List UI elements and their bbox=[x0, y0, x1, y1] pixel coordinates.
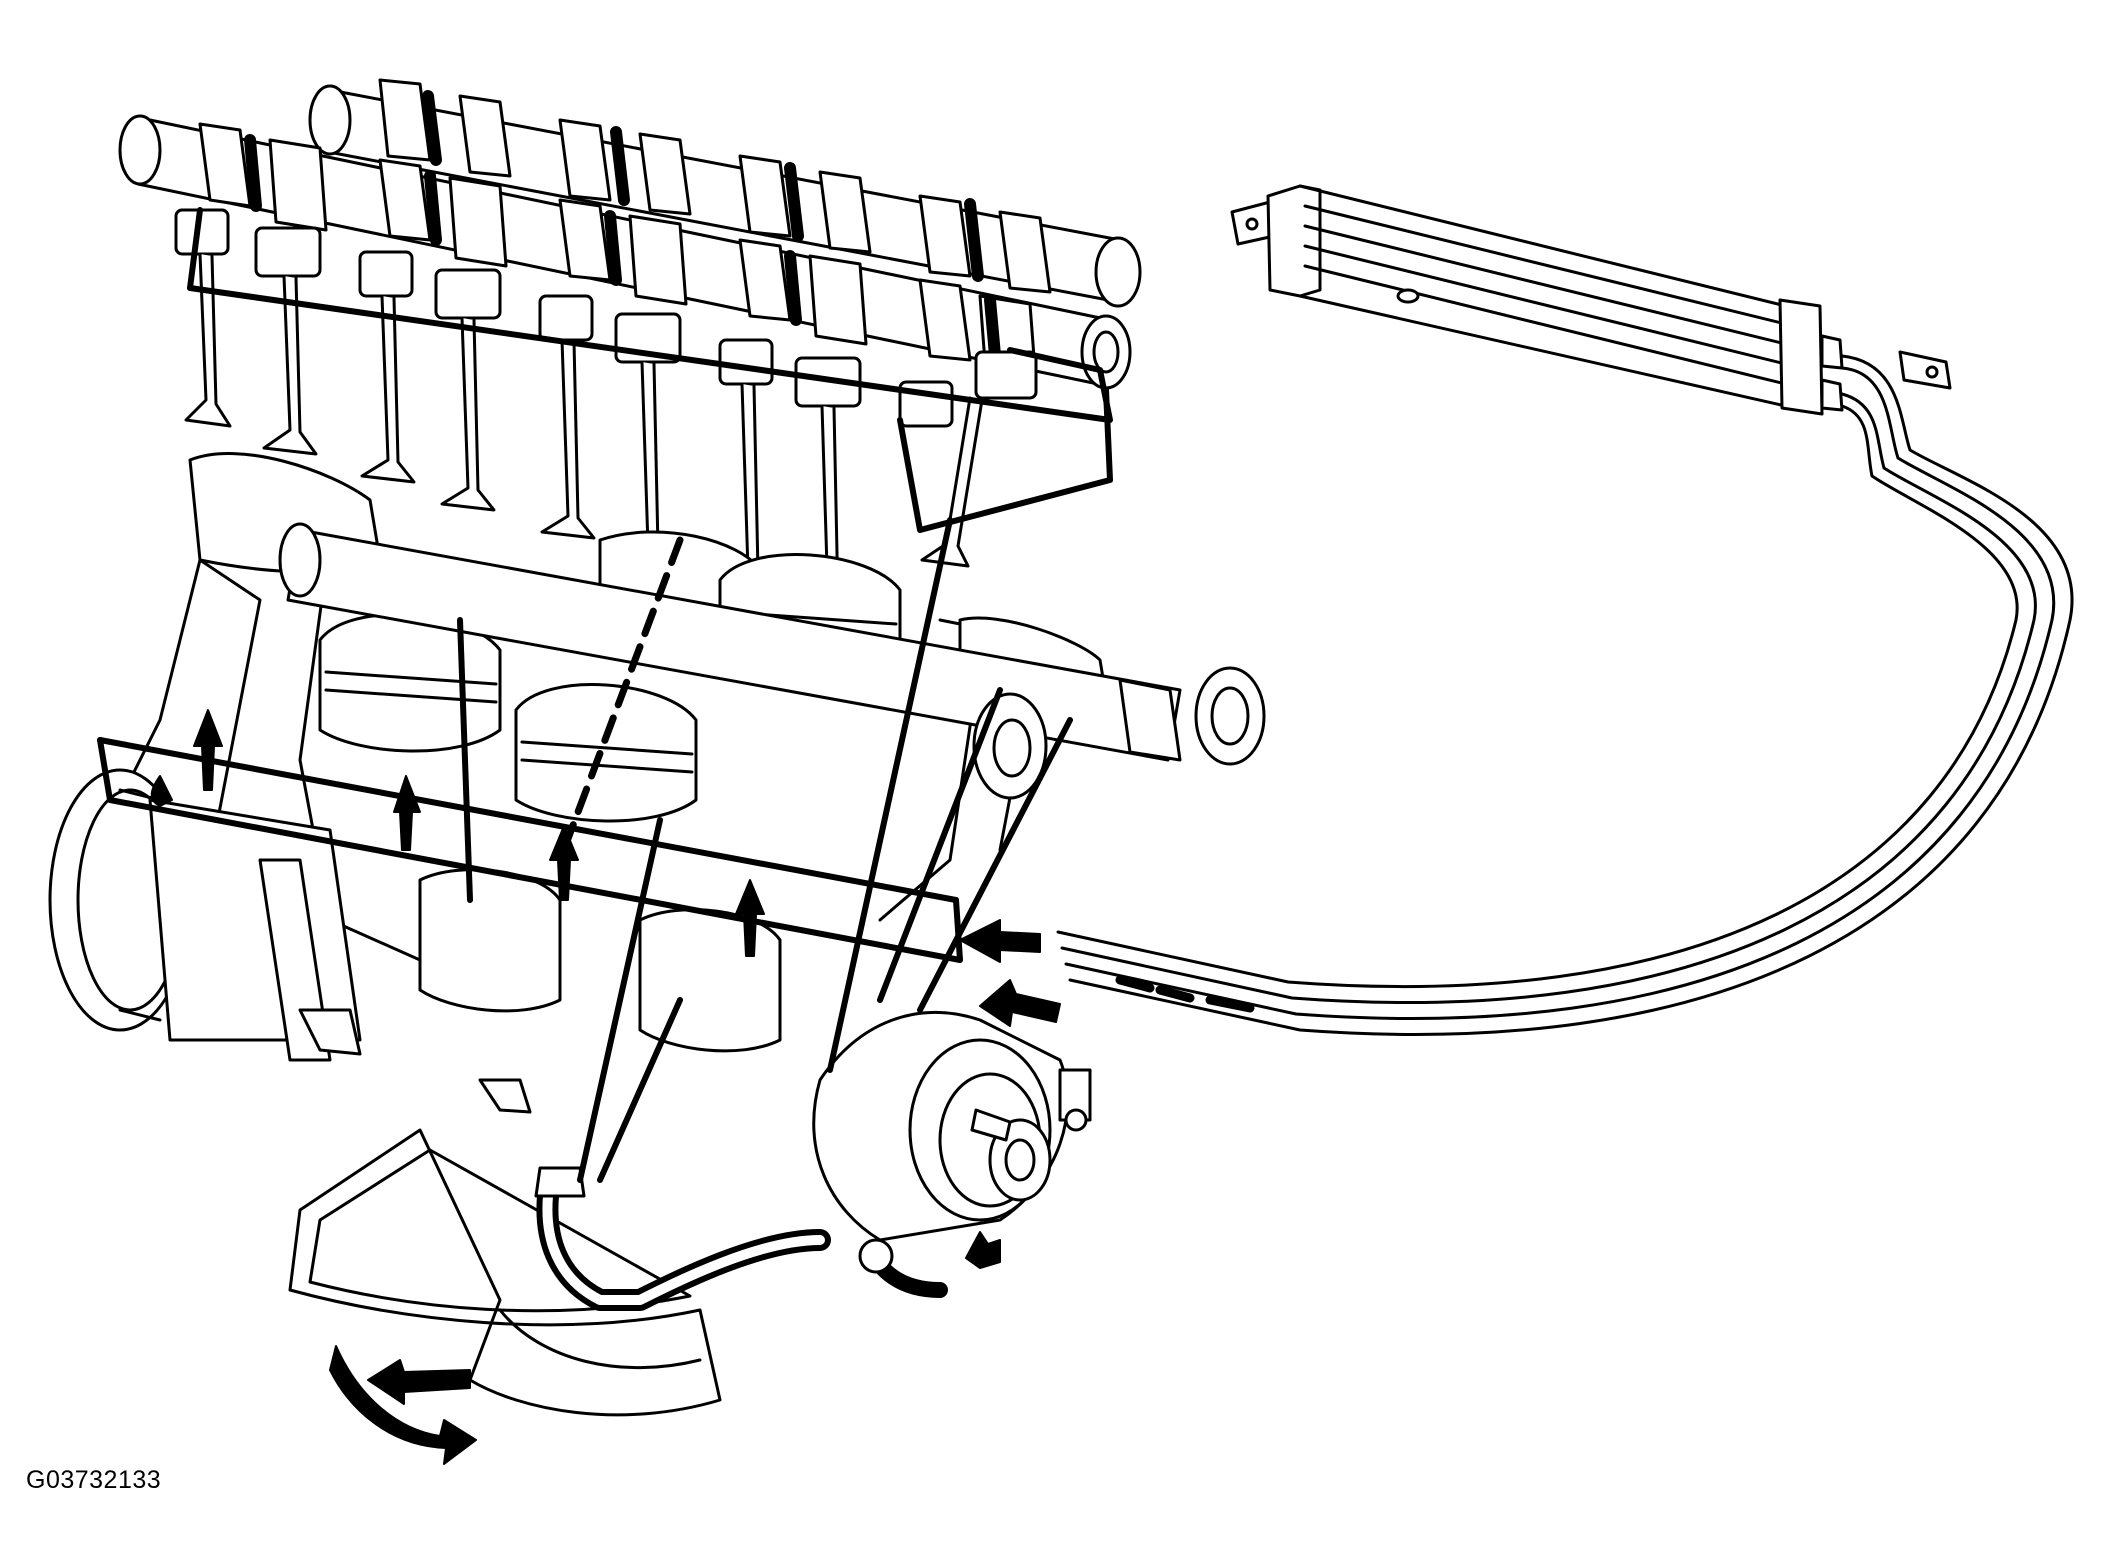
dashed-oil-passage bbox=[556, 536, 684, 864]
front-camshaft bbox=[118, 114, 1132, 390]
oil-pickup bbox=[534, 1166, 948, 1311]
flow-arrow bbox=[367, 1359, 471, 1405]
flow-arrow bbox=[193, 709, 223, 791]
oil-pan bbox=[288, 1128, 722, 1417]
rear-camshaft bbox=[308, 78, 1142, 308]
oil-gallery-lines bbox=[97, 207, 1113, 1183]
flow-arrow bbox=[959, 919, 1041, 963]
oil-cooler-lines bbox=[1056, 354, 2074, 1036]
oil-cooler bbox=[1230, 184, 1952, 416]
flow-arrow bbox=[735, 879, 765, 957]
flow-arrow bbox=[150, 775, 173, 807]
oil-pump bbox=[812, 1011, 1092, 1242]
flow-arrow bbox=[549, 825, 579, 901]
flow-arrow bbox=[965, 1231, 1001, 1269]
flow-arrow bbox=[979, 979, 1061, 1027]
oil-flow-arrows bbox=[150, 709, 1061, 1465]
crankshaft bbox=[48, 768, 782, 1114]
balance-shaft bbox=[278, 522, 1266, 800]
flow-arrow bbox=[329, 1345, 477, 1465]
flow-arrow bbox=[393, 775, 421, 851]
figure-id-label: G03732133 bbox=[26, 1466, 162, 1494]
